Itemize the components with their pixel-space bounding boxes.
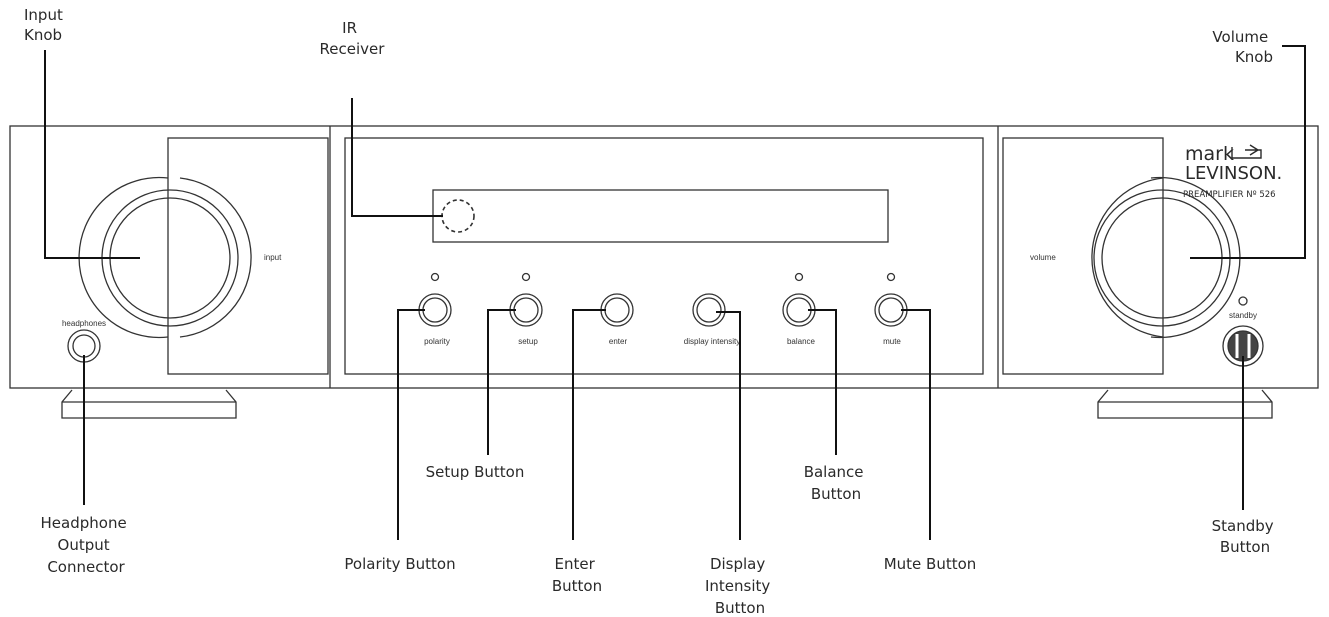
right-foot xyxy=(1097,389,1273,419)
feet xyxy=(61,389,1273,419)
display-intensity-button-shape xyxy=(692,293,726,327)
brand-logo: mark LEVINSON. PREAMPLIFIER Nº 526 xyxy=(1183,143,1282,200)
panel-label-enter: enter xyxy=(609,337,628,346)
panel-label-mute: mute xyxy=(883,337,901,346)
callout-mute-button: Mute Button xyxy=(884,555,977,573)
input-knob-panel xyxy=(167,137,329,375)
panel-label-balance: balance xyxy=(787,337,816,346)
polarity-led xyxy=(430,272,440,282)
display-window xyxy=(432,189,889,243)
brand-line1: mark xyxy=(1185,143,1234,165)
callout-labels: Input Knob IR Receiver Volume Knob Headp… xyxy=(24,6,1279,617)
callout-enter-button: Enter Button xyxy=(552,555,602,595)
leader-balance-button xyxy=(808,309,837,455)
panel-label-standby: standby xyxy=(1229,311,1257,320)
mute-led xyxy=(886,272,896,282)
callout-standby-button: Standby Button xyxy=(1212,517,1279,556)
leader-ir-receiver xyxy=(351,98,443,217)
panel-labels: input volume headphones standby polarity… xyxy=(62,253,1257,346)
brand-model: PREAMPLIFIER Nº 526 xyxy=(1183,190,1276,200)
leader-enter-button xyxy=(572,309,606,540)
callout-input-knob: Input Knob xyxy=(24,6,68,44)
callout-polarity-button: Polarity Button xyxy=(344,555,455,573)
standby-led xyxy=(1238,296,1248,306)
brand-arrow-icon xyxy=(1231,144,1262,159)
ir-receiver-window xyxy=(441,199,475,233)
leader-polarity-button xyxy=(397,309,425,540)
panel-label-setup: setup xyxy=(518,337,538,346)
center-panel xyxy=(344,137,984,375)
callout-display-intensity-button: Display Intensity Button xyxy=(705,555,775,617)
chassis-outline xyxy=(9,125,1319,389)
panel-label-display-intensity: display intensity xyxy=(684,337,740,346)
setup-led xyxy=(521,272,531,282)
volume-knob-panel xyxy=(1002,137,1164,375)
balance-led xyxy=(794,272,804,282)
panel-label-headphones: headphones xyxy=(62,319,106,328)
callout-balance-button: Balance Button xyxy=(804,463,869,503)
brand-line2: LEVINSON. xyxy=(1185,163,1282,184)
standby-button xyxy=(1222,296,1264,367)
callout-ir-receiver: IR Receiver xyxy=(320,19,386,58)
leader-lines xyxy=(44,45,1306,540)
callout-headphone-output: Headphone Output Connector xyxy=(41,514,132,576)
leader-mute-button xyxy=(901,309,931,540)
panel-label-input: input xyxy=(264,253,282,262)
left-foot xyxy=(61,389,237,419)
leader-volume-knob xyxy=(1190,45,1306,259)
callout-volume-knob: Volume Knob xyxy=(1212,28,1273,66)
leader-display-intensity-button xyxy=(716,311,741,540)
callout-setup-button: Setup Button xyxy=(426,463,525,481)
chassis xyxy=(9,125,1319,389)
panel-label-polarity: polarity xyxy=(424,337,450,346)
panel-label-volume: volume xyxy=(1030,253,1056,262)
leader-setup-button xyxy=(487,309,516,455)
leader-input-knob xyxy=(44,50,140,259)
front-buttons xyxy=(418,272,908,327)
